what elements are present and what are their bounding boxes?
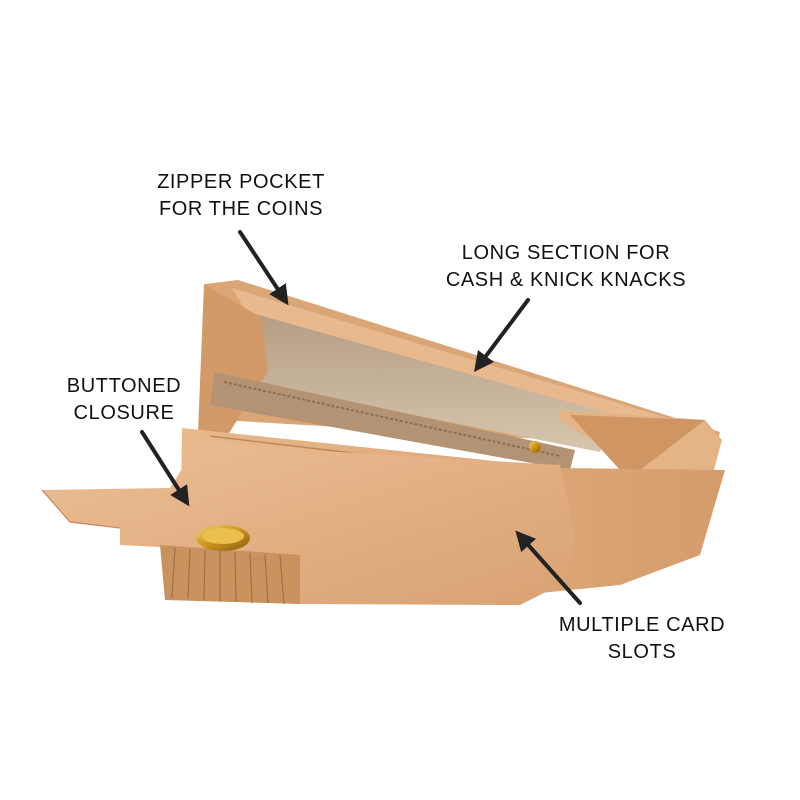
- annotation-arrows: [140, 230, 582, 605]
- label-card-slots-line1: MULTIPLE CARD: [558, 614, 726, 636]
- label-buttoned-closure: BUTTONED CLOSURE: [46, 373, 202, 427]
- label-buttoned-closure-line2: CLOSURE: [73, 402, 175, 424]
- label-long-section: LONG SECTION FOR CASH & KNICK KNACKS: [418, 240, 714, 294]
- label-card-slots: MULTIPLE CARD SLOTS: [532, 612, 752, 666]
- label-long-section-line2: CASH & KNICK KNACKS: [445, 269, 687, 291]
- label-zipper-pocket: ZIPPER POCKET FOR THE COINS: [128, 169, 354, 223]
- zipper-pocket: [210, 372, 575, 470]
- label-card-slots-line2: SLOTS: [607, 641, 677, 663]
- wallet-flap: [41, 440, 575, 605]
- long-section-lining: [240, 312, 615, 452]
- label-zipper-pocket-line1: ZIPPER POCKET: [157, 171, 325, 193]
- gold-button: [196, 525, 250, 551]
- label-buttoned-closure-line1: BUTTONED: [66, 375, 182, 397]
- gathered-strap: [160, 545, 300, 605]
- label-zipper-pocket-line2: FOR THE COINS: [158, 198, 324, 220]
- label-long-section-line1: LONG SECTION FOR: [461, 242, 671, 264]
